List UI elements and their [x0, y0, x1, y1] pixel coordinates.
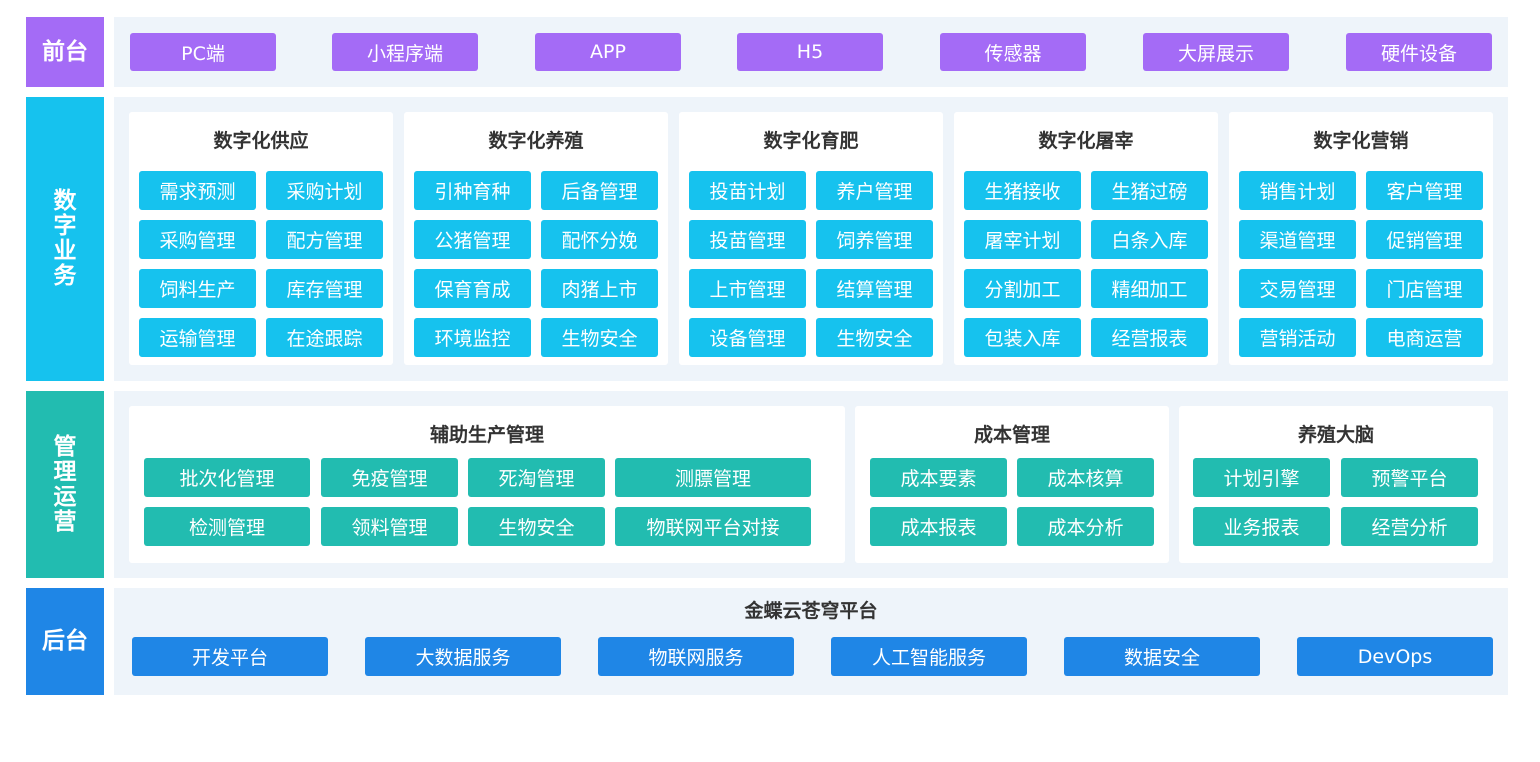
front-layer-label-text: 前台	[42, 38, 88, 65]
group-item: 运输管理	[139, 318, 256, 357]
group-item: 生猪接收	[964, 171, 1081, 210]
digital-layer-label-text: 数字业务	[53, 188, 77, 289]
group-title: 数字化屠宰	[1038, 130, 1134, 152]
group-item: 生物安全	[468, 507, 605, 546]
front-item: 小程序端	[332, 33, 478, 71]
group-title: 数字化养殖	[488, 130, 584, 152]
group-item: 结算管理	[816, 269, 933, 308]
group-item: 在途跟踪	[266, 318, 383, 357]
group-item: 电商运营	[1366, 318, 1483, 357]
group-item: 成本报表	[870, 507, 1007, 546]
front-item: PC端	[130, 33, 276, 71]
group-item: 包装入库	[964, 318, 1081, 357]
digital-layer-panel: 数字化供应 需求预测 采购计划 采购管理 配方管理 饲料生产 库存管理 运输管理…	[114, 97, 1508, 381]
digital-group-fattening: 数字化育肥 投苗计划 养户管理 投苗管理 饲养管理 上市管理 结算管理 设备管理…	[679, 112, 943, 365]
group-item: 采购计划	[266, 171, 383, 210]
group-item: 促销管理	[1366, 220, 1483, 259]
group-item: 配怀分娩	[541, 220, 658, 259]
front-item: APP	[535, 33, 681, 71]
group-title: 辅助生产管理	[429, 424, 544, 446]
group-item: 分割加工	[964, 269, 1081, 308]
platform-title: 金蝶云苍穹平台	[744, 600, 878, 622]
back-item: DevOps	[1297, 637, 1493, 676]
front-item: 硬件设备	[1346, 33, 1492, 71]
back-layer-label: 后台	[26, 588, 104, 695]
digital-group-supply: 数字化供应 需求预测 采购计划 采购管理 配方管理 饲料生产 库存管理 运输管理…	[129, 112, 393, 365]
group-item: 白条入库	[1091, 220, 1208, 259]
back-layer-panel: 金蝶云苍穹平台 开发平台 大数据服务 物联网服务 人工智能服务 数据安全 Dev…	[114, 588, 1508, 695]
back-item: 开发平台	[132, 637, 328, 676]
group-item: 预警平台	[1341, 458, 1478, 497]
group-title: 数字化育肥	[763, 130, 859, 152]
group-item: 营销活动	[1239, 318, 1356, 357]
group-item: 养户管理	[816, 171, 933, 210]
group-item: 经营报表	[1091, 318, 1208, 357]
front-item: 传感器	[940, 33, 1086, 71]
group-item: 生猪过磅	[1091, 171, 1208, 210]
group-item: 配方管理	[266, 220, 383, 259]
group-item: 投苗计划	[689, 171, 806, 210]
ops-layer-label-text: 管理运营	[53, 433, 77, 535]
group-item: 上市管理	[689, 269, 806, 308]
group-item: 饲料生产	[139, 269, 256, 308]
group-item: 业务报表	[1193, 507, 1330, 546]
back-item: 大数据服务	[365, 637, 561, 676]
group-item: 精细加工	[1091, 269, 1208, 308]
group-item: 免疫管理	[321, 458, 458, 497]
front-item: H5	[737, 33, 883, 71]
group-title: 养殖大脑	[1297, 424, 1374, 446]
ops-group-aux: 辅助生产管理 批次化管理 免疫管理 死淘管理 测膘管理 检测管理 领料管理 生物…	[129, 406, 845, 563]
digital-group-marketing: 数字化营销 销售计划 客户管理 渠道管理 促销管理 交易管理 门店管理 营销活动…	[1229, 112, 1493, 365]
group-item: 库存管理	[266, 269, 383, 308]
group-item: 物联网平台对接	[615, 507, 811, 546]
group-item: 检测管理	[144, 507, 310, 546]
group-item: 肉猪上市	[541, 269, 658, 308]
group-item: 公猪管理	[414, 220, 531, 259]
group-item: 成本要素	[870, 458, 1007, 497]
group-item: 门店管理	[1366, 269, 1483, 308]
group-item: 设备管理	[689, 318, 806, 357]
group-item: 保育育成	[414, 269, 531, 308]
group-item: 销售计划	[1239, 171, 1356, 210]
group-item: 交易管理	[1239, 269, 1356, 308]
ops-group-cost: 成本管理 成本要素 成本核算 成本报表 成本分析	[855, 406, 1169, 563]
digital-group-slaughter: 数字化屠宰 生猪接收 生猪过磅 屠宰计划 白条入库 分割加工 精细加工 包装入库…	[954, 112, 1218, 365]
group-title: 数字化营销	[1313, 130, 1409, 152]
group-item: 成本分析	[1017, 507, 1154, 546]
group-item: 生物安全	[816, 318, 933, 357]
group-item: 计划引擎	[1193, 458, 1330, 497]
group-item: 引种育种	[414, 171, 531, 210]
group-item: 采购管理	[139, 220, 256, 259]
group-title: 数字化供应	[213, 130, 309, 152]
group-item: 环境监控	[414, 318, 531, 357]
group-item: 需求预测	[139, 171, 256, 210]
group-item: 领料管理	[321, 507, 458, 546]
front-layer-panel: PC端 小程序端 APP H5 传感器 大屏展示 硬件设备	[114, 17, 1508, 87]
group-item: 测膘管理	[615, 458, 811, 497]
group-item: 屠宰计划	[964, 220, 1081, 259]
ops-layer-label: 管理运营	[26, 391, 104, 578]
back-item: 物联网服务	[598, 637, 794, 676]
group-item: 生物安全	[541, 318, 658, 357]
back-item: 人工智能服务	[831, 637, 1027, 676]
back-layer-label-text: 后台	[42, 628, 88, 654]
group-item: 饲养管理	[816, 220, 933, 259]
group-item: 渠道管理	[1239, 220, 1356, 259]
group-item: 批次化管理	[144, 458, 310, 497]
group-item: 经营分析	[1341, 507, 1478, 546]
digital-layer-label: 数字业务	[26, 97, 104, 381]
group-item: 投苗管理	[689, 220, 806, 259]
group-item: 客户管理	[1366, 171, 1483, 210]
ops-group-brain: 养殖大脑 计划引擎 预警平台 业务报表 经营分析	[1179, 406, 1493, 563]
digital-group-breeding: 数字化养殖 引种育种 后备管理 公猪管理 配怀分娩 保育育成 肉猪上市 环境监控…	[404, 112, 668, 365]
group-title: 成本管理	[973, 424, 1050, 446]
front-layer-label: 前台	[26, 17, 104, 87]
back-item: 数据安全	[1064, 637, 1260, 676]
ops-layer-panel: 辅助生产管理 批次化管理 免疫管理 死淘管理 测膘管理 检测管理 领料管理 生物…	[114, 391, 1508, 578]
group-item: 死淘管理	[468, 458, 605, 497]
front-item: 大屏展示	[1143, 33, 1289, 71]
group-item: 成本核算	[1017, 458, 1154, 497]
group-item: 后备管理	[541, 171, 658, 210]
